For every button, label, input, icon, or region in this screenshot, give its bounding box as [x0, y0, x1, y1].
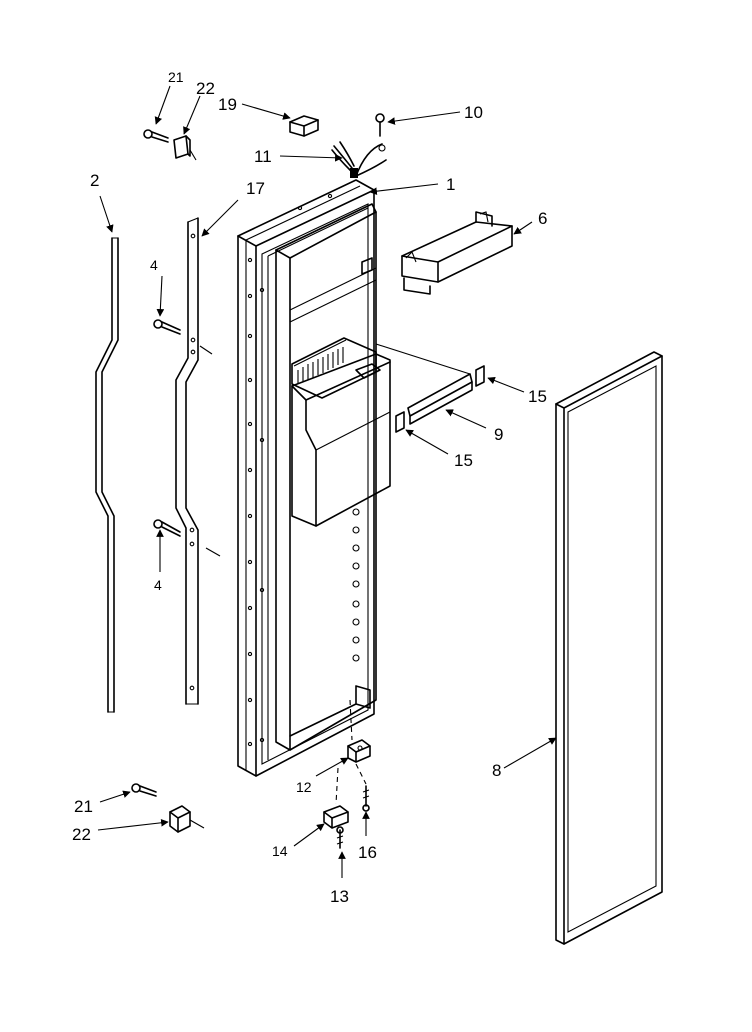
part-14-bracket — [323, 805, 349, 829]
part-9-rail — [407, 373, 473, 425]
part-17-bracket — [175, 217, 221, 705]
callout-2: 2 — [90, 171, 99, 190]
callout-21-bottom: 21 — [74, 797, 93, 816]
part-4-screw-upper — [153, 319, 181, 335]
callout-6: 6 — [538, 209, 547, 228]
part-8-gasket — [555, 351, 663, 945]
part-21-screw-top — [143, 129, 169, 143]
callout-19: 19 — [218, 95, 237, 114]
callout-11: 11 — [254, 147, 272, 166]
callout-labels: 1 2 4 4 6 8 9 10 11 12 13 14 15 15 16 17… — [72, 69, 547, 906]
callout-10: 10 — [464, 103, 483, 122]
part-6-door-shelf — [401, 211, 513, 295]
callout-1: 1 — [446, 175, 455, 194]
callout-21-top: 21 — [168, 69, 184, 85]
part-21-screw-bottom — [131, 783, 157, 797]
part-12-hinge-bushing — [347, 739, 371, 763]
callout-15-lower: 15 — [454, 451, 473, 470]
callout-22-bottom: 22 — [72, 825, 91, 844]
callout-4-upper: 4 — [150, 257, 158, 273]
callout-16: 16 — [358, 843, 377, 862]
leader-lines — [97, 85, 557, 878]
callout-4-lower: 4 — [154, 577, 162, 593]
callout-15-upper: 15 — [528, 387, 547, 406]
callout-12: 12 — [296, 779, 312, 795]
part-13-screw — [336, 826, 344, 849]
part-10-screw — [375, 113, 386, 152]
callout-22-top: 22 — [196, 79, 215, 98]
part-22-hinge-cap-top — [173, 135, 197, 161]
callout-8: 8 — [492, 761, 501, 780]
part-4-screw-lower — [153, 519, 181, 537]
callout-9: 9 — [494, 425, 503, 444]
part-15-clip-upper — [475, 365, 485, 387]
callout-17: 17 — [246, 179, 265, 198]
callout-13: 13 — [330, 887, 349, 906]
part-11-wire-harness — [331, 141, 387, 178]
part-1-door-assembly — [237, 179, 391, 777]
part-2-trim-strip — [95, 237, 119, 713]
part-22-hinge-cap-bottom — [169, 805, 205, 833]
part-16-screw — [362, 785, 370, 812]
part-15-clip-lower — [395, 411, 405, 433]
part-19-connector — [289, 115, 319, 137]
callout-14: 14 — [272, 843, 288, 859]
